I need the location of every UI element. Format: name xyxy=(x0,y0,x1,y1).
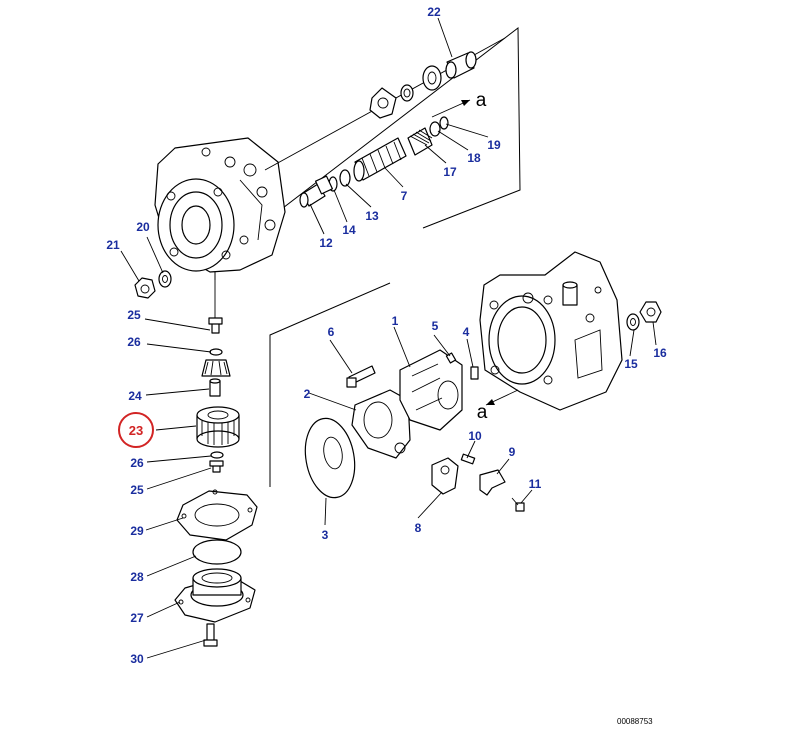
label-13[interactable]: 13 xyxy=(365,209,379,223)
part-25-bolt-top xyxy=(208,317,223,334)
label-26-bottom[interactable]: 26 xyxy=(130,456,144,470)
part-1-cradle xyxy=(399,349,463,431)
label-9[interactable]: 9 xyxy=(509,445,516,459)
part-29-gasket xyxy=(176,489,258,541)
part-11-screw xyxy=(511,497,525,512)
part-2-swashplate xyxy=(351,389,411,459)
label-20[interactable]: 20 xyxy=(136,220,150,234)
arrow-a-upper: a xyxy=(431,90,487,118)
ref-a-lower: a xyxy=(477,402,488,423)
label-10[interactable]: 10 xyxy=(468,429,482,443)
part-labels: 22 19 18 17 7 13 14 12 20 21 25 26 24 23… xyxy=(106,5,667,666)
part-9-bracket xyxy=(479,469,506,496)
part-27-cover xyxy=(174,568,256,623)
part-18-oring xyxy=(429,121,441,137)
label-8[interactable]: 8 xyxy=(415,521,422,535)
drawing-code: 00088753 xyxy=(617,717,653,726)
part-8-shoe xyxy=(431,457,459,495)
label-4[interactable]: 4 xyxy=(463,325,470,339)
gasket-upper xyxy=(369,87,397,119)
label-2[interactable]: 2 xyxy=(304,387,311,401)
label-26-top[interactable]: 26 xyxy=(127,335,141,349)
washer-upper-1 xyxy=(400,84,414,102)
part-21-nut xyxy=(134,277,156,299)
label-19[interactable]: 19 xyxy=(487,138,501,152)
label-1[interactable]: 1 xyxy=(392,314,399,328)
label-21[interactable]: 21 xyxy=(106,238,120,252)
label-5[interactable]: 5 xyxy=(432,319,439,333)
part-23-bearing xyxy=(196,406,240,448)
label-28[interactable]: 28 xyxy=(130,570,144,584)
part-30-bolt xyxy=(203,623,218,647)
part-4-pin xyxy=(470,366,479,380)
lower-frame xyxy=(269,282,391,487)
part-10-pin xyxy=(460,453,476,465)
label-29[interactable]: 29 xyxy=(130,524,144,538)
part-17-spring xyxy=(407,127,433,156)
label-7[interactable]: 7 xyxy=(401,189,408,203)
part-24-pin xyxy=(209,378,221,397)
label-16[interactable]: 16 xyxy=(653,346,667,360)
part-22-bushing xyxy=(445,51,477,79)
part-28-oring xyxy=(192,539,242,565)
part-19-oring xyxy=(439,116,449,130)
gear-small xyxy=(201,359,231,377)
label-18[interactable]: 18 xyxy=(467,151,481,165)
part-15-washer xyxy=(626,313,640,331)
arrow-a-lower: a xyxy=(477,389,519,423)
label-17[interactable]: 17 xyxy=(443,165,457,179)
label-15[interactable]: 15 xyxy=(624,357,638,371)
pump-body-upper xyxy=(154,137,286,273)
label-12[interactable]: 12 xyxy=(319,236,333,250)
seal-ring-22a xyxy=(422,65,442,91)
part-3-plate xyxy=(304,417,356,499)
part-26-washer-top xyxy=(209,348,223,356)
highlight-circle-23 xyxy=(118,412,154,448)
label-14[interactable]: 14 xyxy=(342,223,356,237)
label-22[interactable]: 22 xyxy=(427,5,441,19)
part-25-bolt-bottom xyxy=(209,460,224,473)
part-16-nut xyxy=(639,301,662,323)
part-20-washer xyxy=(158,270,172,288)
leader-lines xyxy=(120,17,657,659)
label-3[interactable]: 3 xyxy=(322,528,329,542)
label-6[interactable]: 6 xyxy=(328,325,335,339)
part-7-spool xyxy=(353,137,407,182)
part-6-bolt xyxy=(346,365,376,388)
label-25-top[interactable]: 25 xyxy=(127,308,141,322)
label-11[interactable]: 11 xyxy=(529,477,542,491)
label-27[interactable]: 27 xyxy=(130,611,144,625)
part-26-washer-bottom xyxy=(210,451,224,459)
part-12-plug xyxy=(299,175,333,208)
part-13-ring xyxy=(339,169,351,187)
pump-body-lower xyxy=(479,251,623,411)
label-30[interactable]: 30 xyxy=(130,652,144,666)
ref-a-upper: a xyxy=(476,90,487,111)
label-23[interactable]: 23 xyxy=(129,423,143,438)
label-25-bottom[interactable]: 25 xyxy=(130,483,144,497)
label-24[interactable]: 24 xyxy=(128,389,142,403)
